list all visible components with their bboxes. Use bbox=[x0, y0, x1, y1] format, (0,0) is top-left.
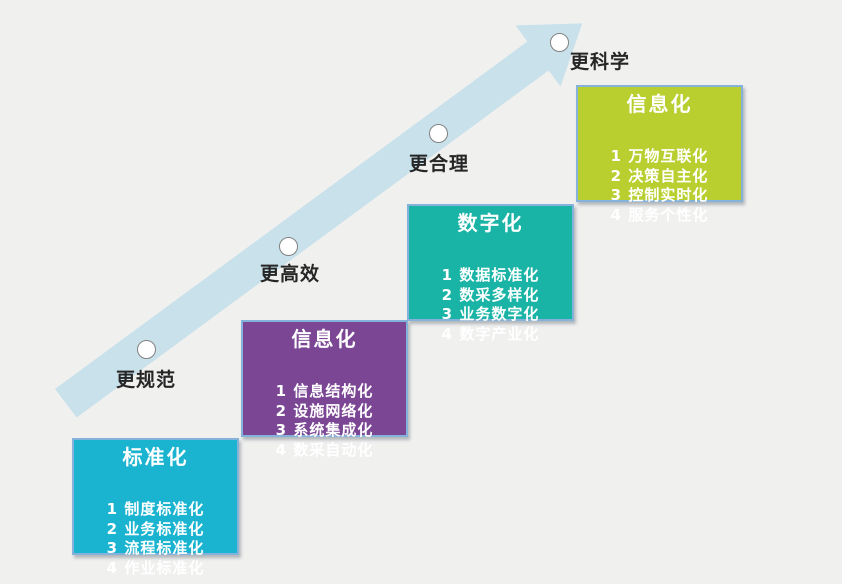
stage-item: 4 数字产业化 bbox=[441, 324, 540, 343]
milestone-label-4: 更科学 bbox=[570, 51, 631, 73]
stage-item: 4 服务个性化 bbox=[610, 205, 709, 224]
stage-item: 1 数据标准化 bbox=[441, 266, 540, 284]
milestone-label-1: 更规范 bbox=[116, 369, 177, 391]
milestone-label-3: 更合理 bbox=[409, 153, 470, 175]
stage-item: 1 信息结构化 bbox=[275, 382, 374, 400]
stage-item: 2 决策自主化 bbox=[610, 166, 709, 185]
stage-item: 3 系统集成化 bbox=[275, 421, 374, 439]
milestone-dot-3 bbox=[428, 123, 448, 143]
milestone-label-2: 更高效 bbox=[260, 263, 321, 285]
stage-box-title: 标准化 bbox=[122, 445, 189, 469]
stage-item: 1 万物互联化 bbox=[610, 147, 709, 165]
growth-arrow-shape bbox=[55, 23, 583, 418]
stage-item: 3 控制实时化 bbox=[610, 186, 709, 204]
stage-item: 4 作业标准化 bbox=[106, 558, 205, 577]
stage-item: 4 数采自动化 bbox=[275, 440, 374, 459]
stage-box-title: 信息化 bbox=[626, 92, 693, 116]
stage-box-title: 信息化 bbox=[291, 327, 358, 351]
milestone-dot-2 bbox=[278, 236, 298, 256]
stage-item: 2 数采多样化 bbox=[441, 285, 540, 304]
milestone-dot-1 bbox=[136, 339, 156, 359]
stage-item: 2 业务标准化 bbox=[106, 519, 205, 538]
stage-item: 3 流程标准化 bbox=[106, 539, 205, 557]
stage-item: 1 制度标准化 bbox=[106, 500, 205, 518]
milestone-dot-4 bbox=[549, 32, 569, 52]
stage-box-title: 数字化 bbox=[457, 211, 524, 235]
stage-item: 2 设施网络化 bbox=[275, 401, 374, 420]
stage-item: 3 业务数字化 bbox=[441, 305, 540, 323]
